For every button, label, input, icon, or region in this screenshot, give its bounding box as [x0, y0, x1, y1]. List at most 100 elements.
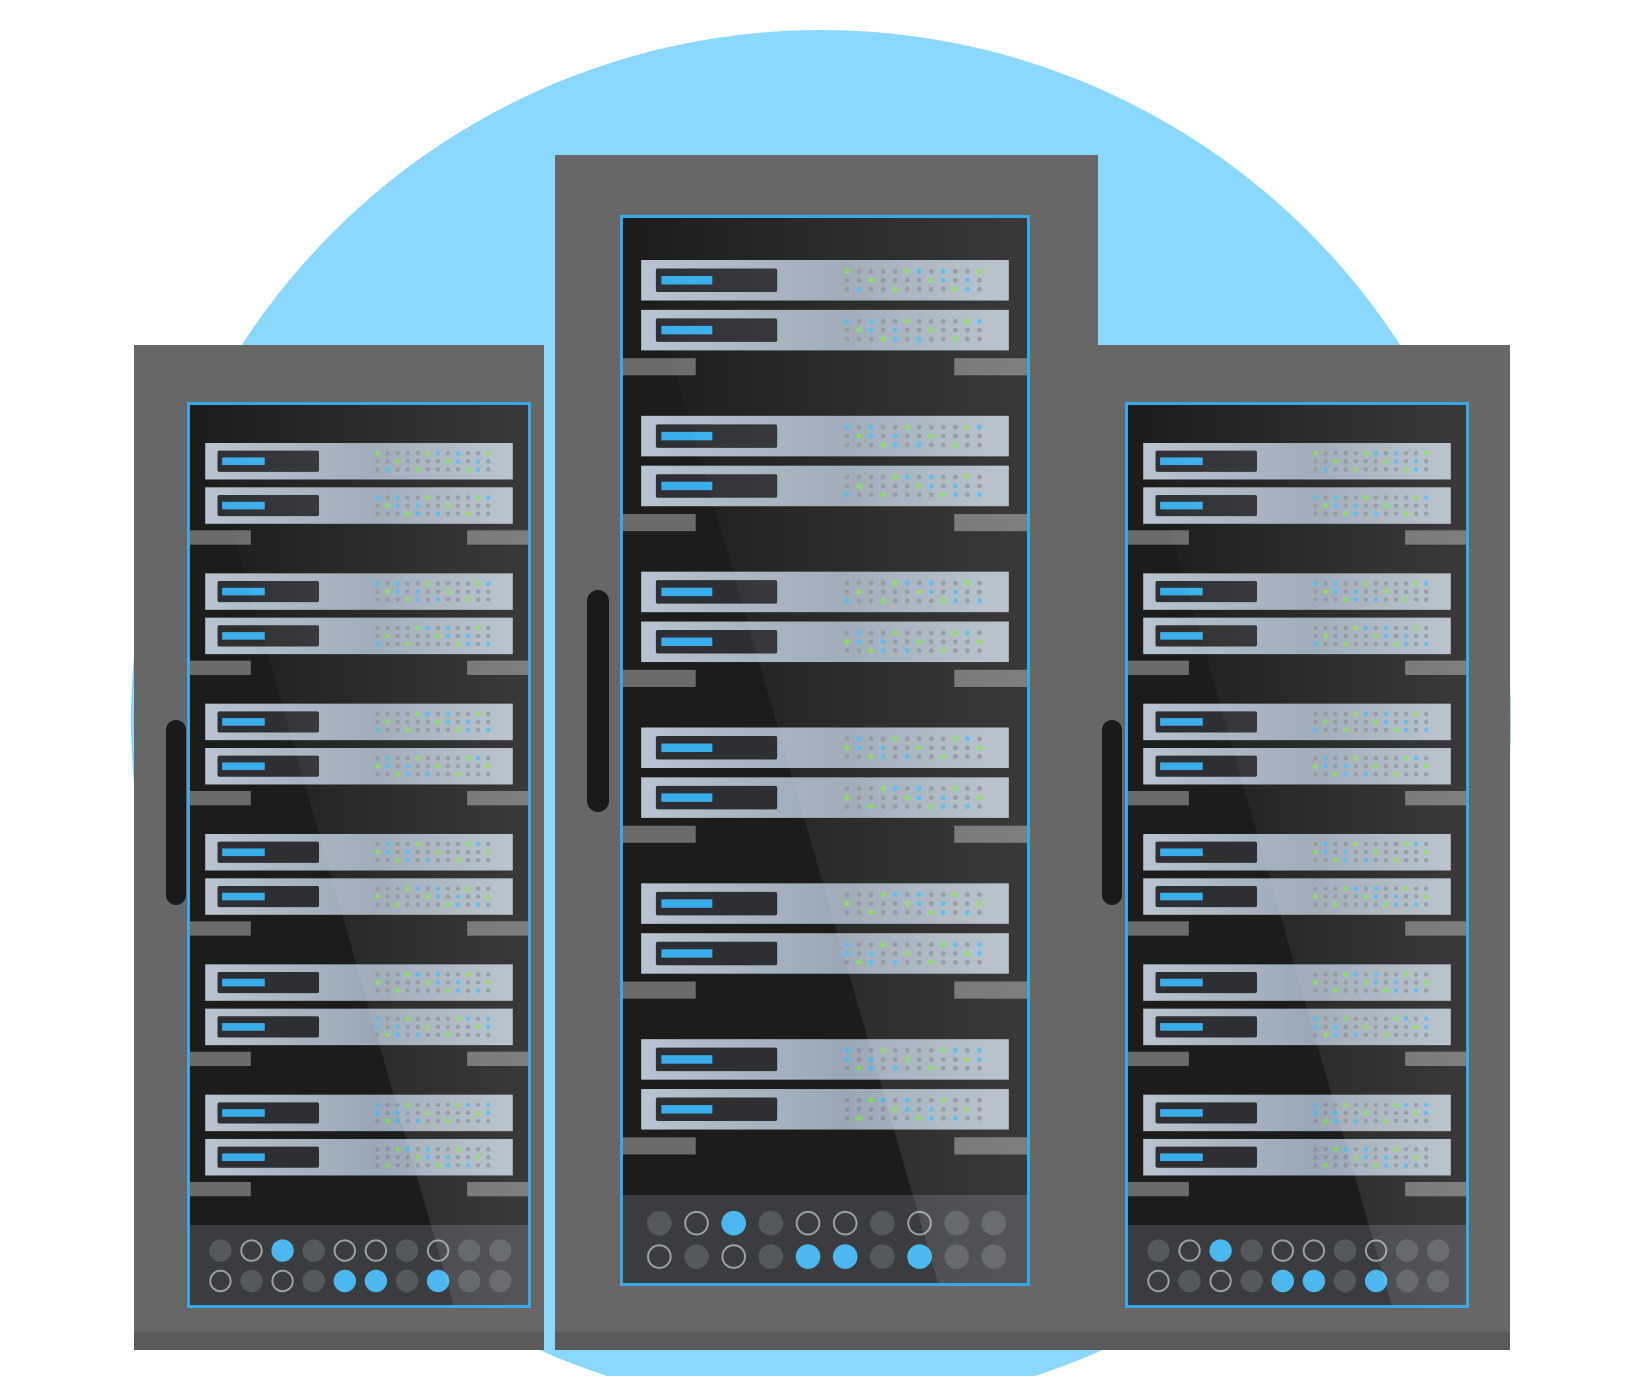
- led-icon: [1323, 1102, 1328, 1108]
- indicator-button-icon: [907, 1244, 932, 1269]
- led-icon: [375, 1155, 380, 1160]
- rail-bracket: [623, 1137, 696, 1155]
- led-icon: [856, 1115, 862, 1121]
- led-icon: [1313, 1163, 1318, 1168]
- led-icon: [1333, 1163, 1338, 1168]
- led-icon: [1323, 1147, 1328, 1152]
- led-icon: [844, 1106, 850, 1112]
- display-light-icon: [1160, 978, 1203, 987]
- led-icon: [868, 1065, 874, 1071]
- indicator-button-icon: [395, 1239, 419, 1262]
- rail-bracket: [1128, 921, 1189, 936]
- display-slot: [655, 630, 778, 654]
- led-icon: [395, 1163, 400, 1168]
- display-light-icon: [661, 899, 713, 908]
- led-icon: [395, 1118, 400, 1124]
- led-icon: [1323, 1118, 1328, 1124]
- display-light-icon: [1160, 762, 1203, 771]
- led-icon: [375, 1163, 380, 1168]
- handle-icon: [1102, 720, 1122, 905]
- display-light-icon: [661, 587, 713, 597]
- led-icon: [1313, 1155, 1318, 1160]
- led-icon: [405, 1147, 410, 1152]
- led-icon: [844, 1115, 850, 1121]
- indicator-button-icon: [271, 1239, 294, 1262]
- rail-bracket: [623, 669, 696, 687]
- rail-bracket: [623, 514, 696, 532]
- indicator-button-icon: [333, 1239, 357, 1262]
- display-light-icon: [1160, 632, 1203, 640]
- rail-bracket: [623, 981, 696, 999]
- indicator-button-icon: [1209, 1269, 1232, 1293]
- led-icon: [375, 1110, 380, 1116]
- display-light-icon: [1160, 1023, 1203, 1031]
- led-icon: [385, 1102, 390, 1108]
- indicator-button-icon: [647, 1244, 672, 1269]
- indicator-button-icon: [832, 1244, 858, 1269]
- display-light-icon: [661, 1105, 713, 1114]
- led-icon: [868, 1097, 874, 1103]
- display-slot: [655, 736, 778, 760]
- indicator-button-icon: [684, 1210, 709, 1236]
- display-slot: [1155, 885, 1258, 908]
- led-icon: [1333, 1147, 1338, 1152]
- led-icon: [385, 1110, 390, 1116]
- indicator-button-icon: [302, 1269, 325, 1293]
- rail-bracket: [190, 921, 251, 936]
- led-icon: [844, 1048, 850, 1053]
- indicator-button-icon: [209, 1269, 232, 1293]
- indicator-button-icon: [1364, 1269, 1388, 1293]
- indicator-button-icon: [364, 1239, 388, 1262]
- display-slot: [1155, 1146, 1258, 1168]
- led-icon: [1313, 1118, 1318, 1124]
- rail-bracket: [1128, 1181, 1189, 1197]
- indicator-button-icon: [1302, 1269, 1326, 1293]
- led-icon: [880, 1097, 886, 1103]
- display-light-icon: [222, 762, 265, 771]
- rail-bracket: [190, 790, 251, 806]
- indicator-button-icon: [240, 1239, 263, 1262]
- led-icon: [385, 1118, 390, 1124]
- indicator-button-icon: [684, 1244, 709, 1269]
- led-icon: [375, 1102, 380, 1108]
- display-light-icon: [661, 793, 713, 802]
- display-light-icon: [222, 1109, 265, 1117]
- indicator-button-icon: [795, 1244, 821, 1269]
- led-icon: [385, 1163, 390, 1168]
- led-icon: [1333, 1118, 1338, 1124]
- handle-icon: [166, 720, 186, 905]
- led-icon: [868, 1056, 874, 1062]
- indicator-button-icon: [870, 1210, 895, 1236]
- led-icon: [856, 1106, 862, 1112]
- display-slot: [1155, 841, 1258, 863]
- rack-left: [134, 345, 544, 1350]
- led-icon: [385, 1147, 390, 1152]
- handle-icon: [587, 590, 609, 812]
- indicator-button-icon: [209, 1239, 232, 1262]
- indicator-button-icon: [333, 1269, 357, 1293]
- cabinet-base: [1098, 1332, 1510, 1350]
- rail-bracket: [190, 1051, 251, 1066]
- indicator-button-icon: [1240, 1239, 1263, 1262]
- display-light-icon: [1160, 718, 1203, 726]
- display-slot: [655, 891, 778, 916]
- indicator-button-icon: [1271, 1239, 1295, 1262]
- display-light-icon: [661, 743, 713, 752]
- led-icon: [856, 1097, 862, 1103]
- display-light-icon: [661, 1055, 713, 1064]
- indicator-button-icon: [721, 1244, 747, 1269]
- led-icon: [856, 1065, 862, 1071]
- led-icon: [868, 1106, 874, 1112]
- glass-reflection: [196, 405, 528, 1305]
- led-icon: [385, 1155, 390, 1160]
- rack-center: [555, 155, 1098, 1350]
- display-light-icon: [222, 587, 265, 596]
- led-icon: [405, 1163, 410, 1168]
- led-icon: [375, 1147, 380, 1152]
- display-light-icon: [222, 632, 265, 640]
- display-light-icon: [661, 481, 713, 491]
- display-light-icon: [661, 949, 713, 958]
- display-slot: [655, 1047, 778, 1072]
